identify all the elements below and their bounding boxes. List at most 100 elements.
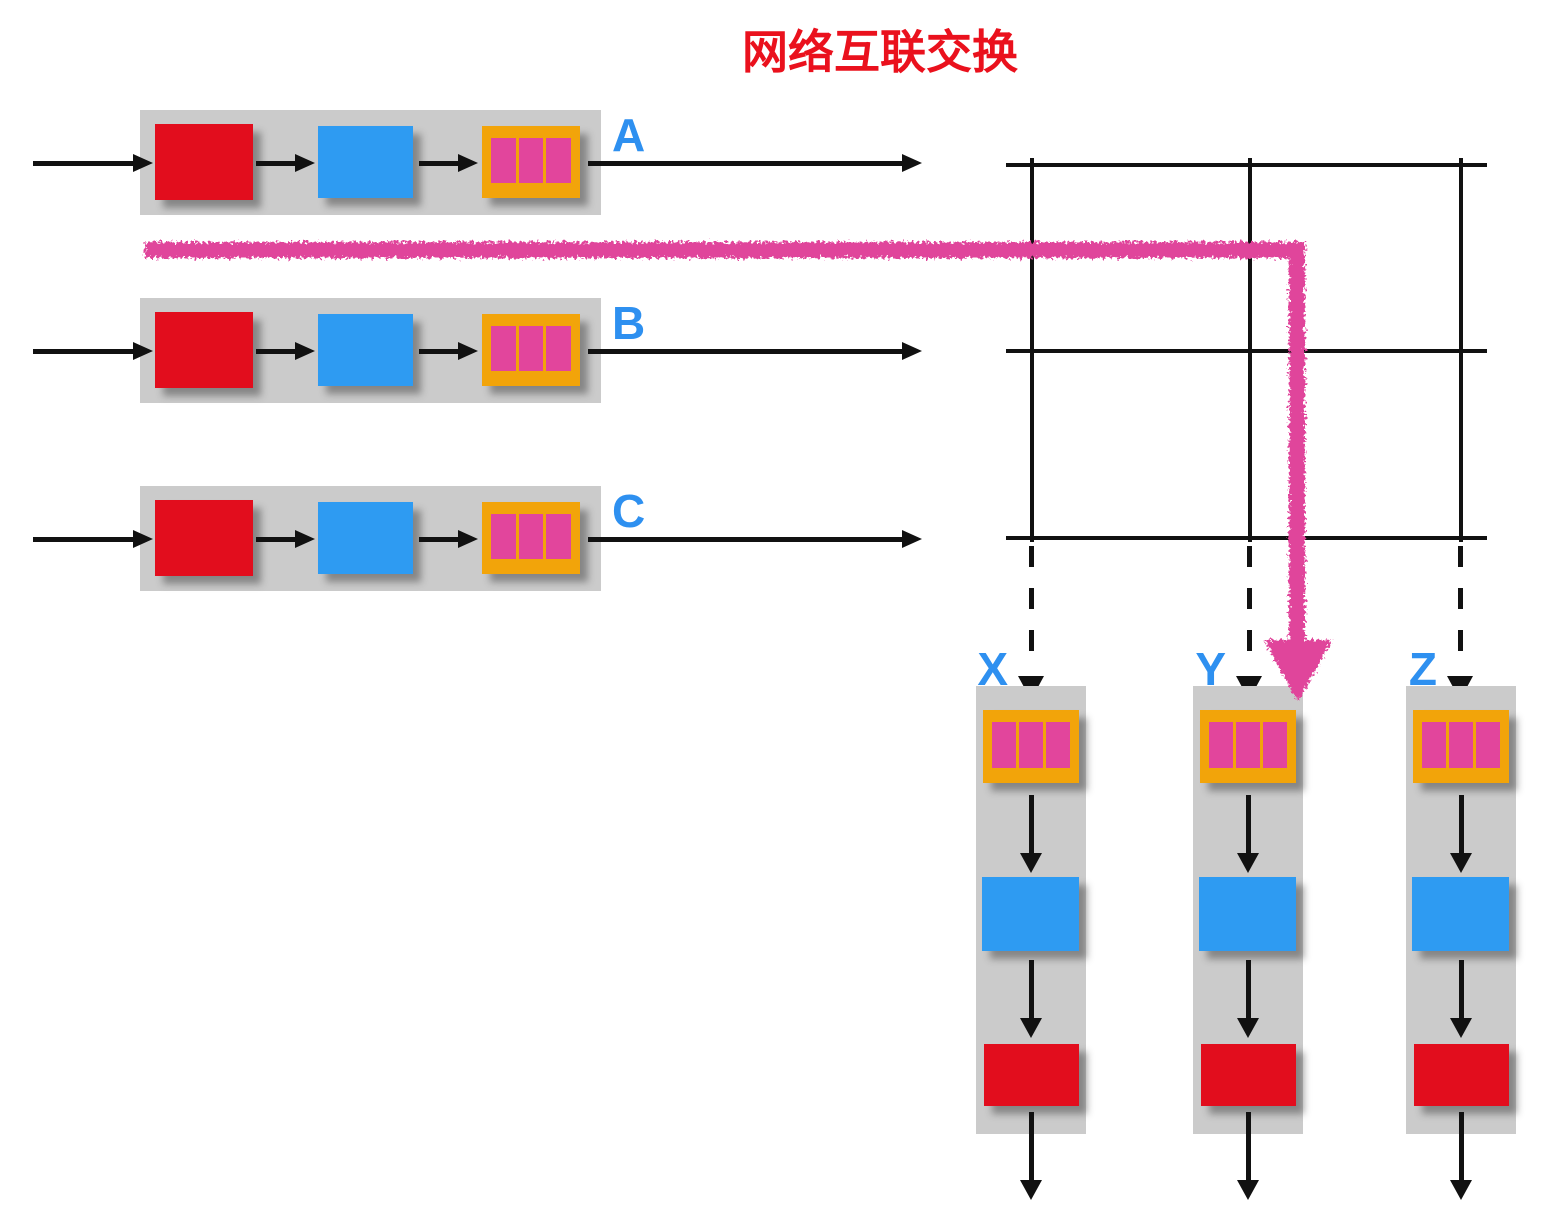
arrowhead-right-icon bbox=[902, 342, 922, 360]
queue-slot bbox=[1209, 722, 1233, 768]
queue-slot bbox=[491, 138, 516, 183]
arrow-shaft bbox=[419, 348, 458, 354]
queue-slot bbox=[1449, 722, 1473, 768]
red-processing-box bbox=[155, 500, 253, 576]
input-pipeline-row-a: A bbox=[0, 110, 1568, 215]
arrowhead-right-icon bbox=[902, 154, 922, 172]
stage-arrow-down bbox=[1018, 960, 1044, 1038]
arrow-shaft bbox=[33, 348, 133, 354]
output-pipeline-column-x bbox=[976, 686, 1086, 1134]
arrow-shaft bbox=[1245, 1112, 1251, 1180]
stage-arrow bbox=[256, 342, 315, 360]
blue-processing-box bbox=[318, 126, 413, 198]
arrow-shaft bbox=[419, 536, 458, 542]
arrow-shaft bbox=[33, 160, 133, 166]
output-port-label-z: Z bbox=[1408, 643, 1437, 695]
arrow-shaft bbox=[1458, 1112, 1464, 1180]
output-exit-arrow-y bbox=[1235, 1112, 1261, 1200]
queue-slot bbox=[546, 326, 572, 371]
queue-slot bbox=[1236, 722, 1260, 768]
red-processing-box bbox=[1201, 1044, 1296, 1106]
input-port-label-a: A bbox=[612, 109, 646, 161]
blue-processing-box bbox=[318, 502, 413, 574]
packet-queue bbox=[1200, 710, 1296, 783]
diagram-title: 网络互联交换 bbox=[742, 26, 1018, 78]
dashed-drop-line-y bbox=[1247, 546, 1252, 664]
arrow-shaft bbox=[33, 536, 133, 542]
arrowhead-down-icon bbox=[1237, 853, 1259, 873]
arrow-shaft bbox=[588, 160, 902, 166]
arrowhead-right-icon bbox=[133, 530, 153, 548]
input-arrow bbox=[33, 342, 153, 360]
queue-slot bbox=[992, 722, 1016, 768]
dashed-drop-line-z bbox=[1458, 546, 1463, 664]
input-arrow bbox=[33, 530, 153, 548]
input-port-label-c: C bbox=[612, 485, 646, 537]
arrowhead-right-icon bbox=[295, 342, 315, 360]
input-port-label-b: B bbox=[612, 297, 646, 349]
stage-arrow-down bbox=[1448, 795, 1474, 873]
arrow-shaft bbox=[588, 348, 902, 354]
crossbar-horizontal-line-a bbox=[1006, 163, 1487, 167]
packet-queue bbox=[482, 314, 580, 386]
queue-slot bbox=[1019, 722, 1043, 768]
arrowhead-right-icon bbox=[295, 530, 315, 548]
stage-arrow-down bbox=[1448, 960, 1474, 1038]
queue-slot bbox=[1263, 722, 1287, 768]
arrowhead-right-icon bbox=[458, 342, 478, 360]
arrow-shaft bbox=[1458, 960, 1464, 1018]
packet-queue bbox=[1413, 710, 1509, 783]
packet-queue bbox=[983, 710, 1079, 783]
stage-arrow bbox=[256, 154, 315, 172]
blue-processing-box bbox=[1199, 877, 1296, 951]
arrow-shaft bbox=[588, 536, 902, 542]
arrow-shaft bbox=[1458, 795, 1464, 853]
arrow-shaft bbox=[256, 536, 295, 542]
packet-queue bbox=[482, 126, 580, 198]
red-processing-box bbox=[984, 1044, 1079, 1106]
crossbar-vertical-line-x bbox=[1030, 158, 1034, 542]
arrowhead-right-icon bbox=[458, 530, 478, 548]
queue-slot bbox=[1476, 722, 1500, 768]
arrowhead-right-icon bbox=[902, 530, 922, 548]
stage-arrow-down bbox=[1235, 960, 1261, 1038]
arrow-shaft bbox=[1028, 960, 1034, 1018]
stage-arrow bbox=[419, 154, 478, 172]
arrow-shaft bbox=[419, 160, 458, 166]
arrowhead-down-icon bbox=[1020, 1180, 1042, 1200]
input-arrow bbox=[33, 154, 153, 172]
arrow-shaft bbox=[1245, 960, 1251, 1018]
stage-arrow bbox=[256, 530, 315, 548]
arrowhead-down-icon bbox=[1237, 1018, 1259, 1038]
output-exit-arrow-x bbox=[1018, 1112, 1044, 1200]
blue-processing-box bbox=[1412, 877, 1509, 951]
arrowhead-down-icon bbox=[1450, 853, 1472, 873]
queue-slot bbox=[491, 514, 516, 559]
output-port-label-y: Y bbox=[1195, 643, 1226, 695]
output-port-label-x: X bbox=[977, 643, 1008, 695]
queue-slot bbox=[546, 514, 572, 559]
queue-slot bbox=[1046, 722, 1070, 768]
packet-queue bbox=[482, 502, 580, 574]
arrow-shaft bbox=[1028, 1112, 1034, 1180]
dashed-drop-line-x bbox=[1029, 546, 1034, 664]
crossbar-vertical-line-y bbox=[1248, 158, 1252, 542]
red-processing-box bbox=[155, 312, 253, 388]
arrowhead-right-icon bbox=[133, 154, 153, 172]
red-processing-box bbox=[1414, 1044, 1509, 1106]
output-exit-arrow-z bbox=[1448, 1112, 1474, 1200]
stage-arrow bbox=[419, 530, 478, 548]
arrowhead-down-icon bbox=[1450, 1180, 1472, 1200]
arrowhead-right-icon bbox=[133, 342, 153, 360]
arrow-shaft bbox=[256, 348, 295, 354]
crossbar-horizontal-line-c bbox=[1006, 536, 1487, 540]
red-processing-box bbox=[155, 124, 253, 200]
arrowhead-right-icon bbox=[295, 154, 315, 172]
arrowhead-down-icon bbox=[1020, 1018, 1042, 1038]
blue-processing-box bbox=[318, 314, 413, 386]
stage-arrow bbox=[419, 342, 478, 360]
queue-slot bbox=[491, 326, 516, 371]
blue-processing-box bbox=[982, 877, 1079, 951]
crossbar-vertical-line-z bbox=[1459, 158, 1463, 542]
